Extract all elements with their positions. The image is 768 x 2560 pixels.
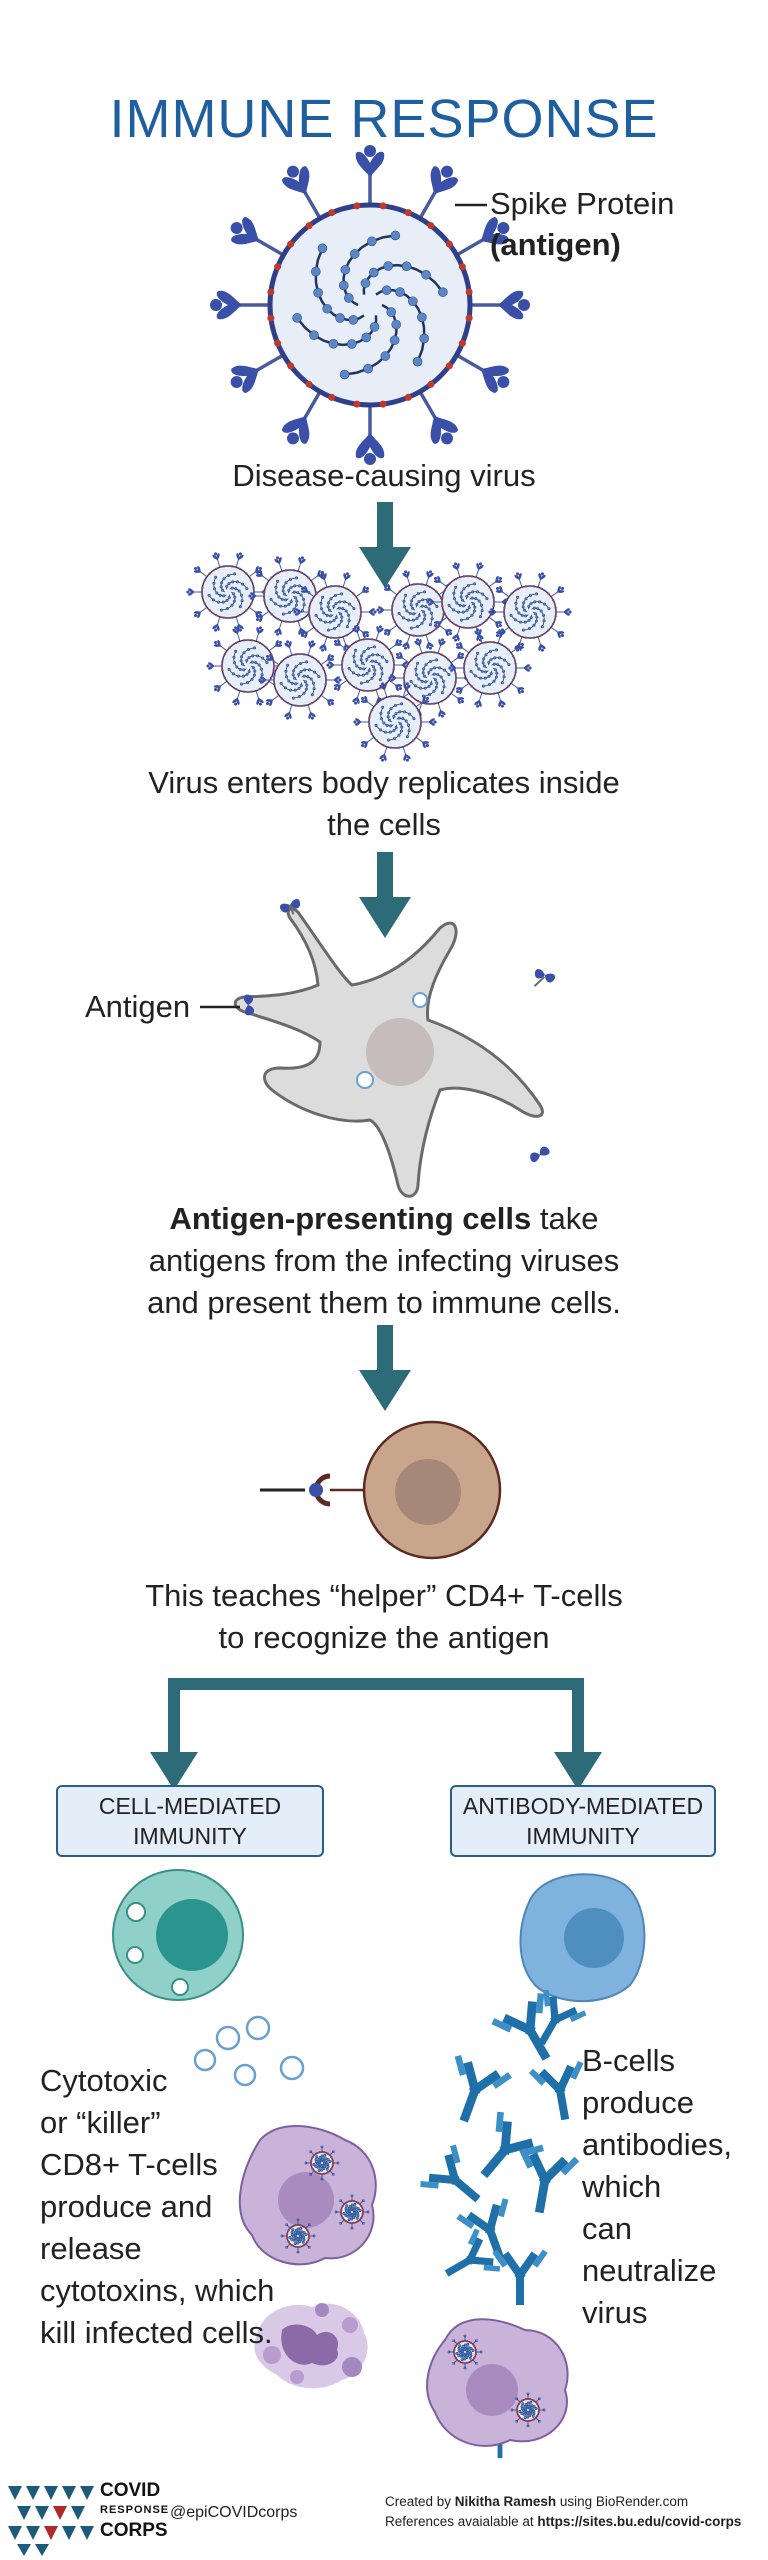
am-text-6: neutralize	[582, 2253, 717, 2288]
cm-text-1: Cytotoxic	[40, 2063, 168, 2098]
cm-text-6: cytotoxins, which	[40, 2273, 275, 2308]
refs-prefix: References avaialable at	[385, 2514, 538, 2529]
cm-text-7: kill infected cells.	[40, 2315, 273, 2350]
cm-text-2: or “killer”	[40, 2105, 161, 2140]
logo-line2: RESPONSE	[100, 2504, 170, 2516]
am-text-7: virus	[582, 2295, 648, 2330]
cm-text-4: produce and	[40, 2189, 213, 2224]
arrow-down-1	[359, 502, 411, 588]
cell-mediated-line1: CELL-MEDIATED	[98, 1793, 282, 1819]
credit-prefix: Created by	[385, 2494, 455, 2509]
cm-text-3: CD8+ T-cells	[40, 2147, 218, 2182]
antibody-mediated-description: B-cells produce antibodies, which can ne…	[582, 2040, 762, 2334]
cm-text-5: release	[40, 2231, 142, 2266]
page-title: IMMUNE RESPONSE	[109, 89, 659, 149]
antigen-label: (antigen)	[490, 227, 621, 262]
helper-caption-line2: to recognize the antigen	[218, 1620, 550, 1655]
apc-caption-bold: Antigen-presenting cells	[169, 1201, 532, 1236]
apc-caption-rest: take	[531, 1201, 599, 1236]
antibody-mediated-box: ANTIBODY-MEDIATED IMMUNITY	[450, 1785, 716, 1857]
replication-caption-line2: the cells	[327, 807, 441, 842]
arrow-down-2	[359, 852, 411, 938]
social-handle: @epiCOVIDcorps	[170, 2504, 298, 2521]
virus-caption: Disease-causing virus	[232, 458, 536, 493]
am-text-2: produce	[582, 2085, 695, 2120]
am-text-5: can	[582, 2211, 632, 2246]
references-line: References avaialable at https://sites.b…	[385, 2514, 741, 2529]
antibody-mediated-line2: IMMUNITY	[526, 1823, 640, 1849]
apc-caption-line2: antigens from the infecting viruses	[148, 1243, 620, 1278]
covid-corps-logo-icon	[8, 2486, 94, 2556]
refs-url[interactable]: https://sites.bu.edu/covid-corps	[537, 2514, 742, 2529]
antibody-mediated-line1: ANTIBODY-MEDIATED	[462, 1793, 704, 1819]
credit-name: Nikitha Ramesh	[454, 2494, 557, 2509]
logo-line1: COVID	[100, 2480, 161, 2501]
apc-caption-line3: and present them to immune cells.	[147, 1285, 621, 1320]
am-text-3: antibodies,	[582, 2127, 732, 2162]
arrow-down-3	[359, 1325, 411, 1411]
spike-protein-label: Spike Protein	[490, 186, 675, 221]
apc-caption-line1: Antigen-presenting cells take	[0, 1198, 768, 1240]
credit-suffix: using BioRender.com	[556, 2494, 689, 2509]
cell-mediated-box: CELL-MEDIATED IMMUNITY	[56, 1785, 324, 1857]
cell-mediated-line2: IMMUNITY	[133, 1823, 247, 1849]
replication-caption-line1: Virus enters body replicates inside	[148, 765, 620, 800]
helper-caption-line1: This teaches “helper” CD4+ T-cells	[145, 1578, 623, 1613]
am-text-1: B-cells	[582, 2043, 676, 2078]
credit-line: Created by Nikitha Ramesh using BioRende…	[385, 2494, 688, 2509]
cell-mediated-description: Cytotoxic or “killer” CD8+ T-cells produ…	[40, 2060, 300, 2354]
am-text-4: which	[582, 2169, 662, 2204]
antigen-pointer-label: Antigen	[85, 989, 191, 1024]
logo-line3: CORPS	[100, 2520, 168, 2541]
